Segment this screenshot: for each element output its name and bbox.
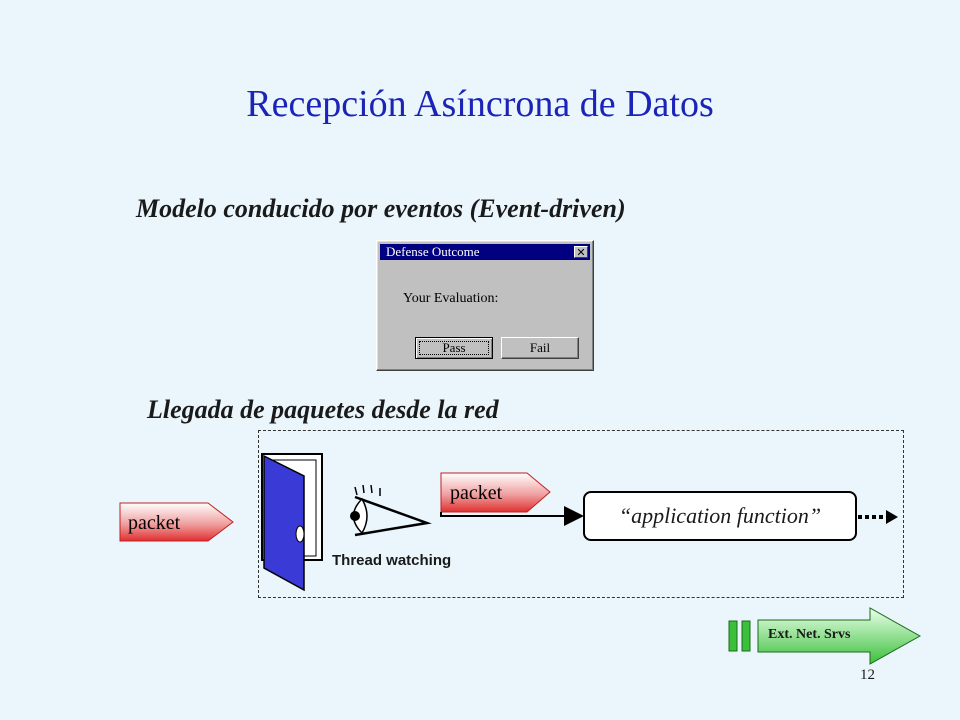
packet-arrival-subtitle: Llegada de paquetes desde la red [147,395,499,424]
incoming-packet-label: packet [128,512,181,534]
slide-title: Recepción Asíncrona de Datos [246,83,714,125]
incoming-packet: packet [119,502,234,542]
forwarded-packet: packet [440,472,551,513]
pass-button-label: Pass [442,340,466,355]
fail-button[interactable]: Fail [501,337,579,359]
forwarded-packet-label: packet [450,482,503,504]
application-function-box: “application function” [583,491,857,541]
outgoing-arrow-head [886,510,898,524]
dialog-titlebar[interactable]: Defense Outcome ✕ [380,244,590,260]
ext-net-srvs-label[interactable]: Ext. Net. Srvs [768,627,851,642]
pass-button[interactable]: Pass [415,337,493,359]
thread-watching-label: Thread watching [332,552,452,569]
packet-arrow [440,506,584,526]
event-driven-subtitle: Modelo conducido por eventos (Event-driv… [136,194,626,223]
process-boundary [258,430,904,598]
ext-net-srvs-button[interactable] [728,607,922,665]
dialog-title: Defense Outcome [386,244,480,259]
focus-ring [419,341,489,355]
evaluation-label: Your Evaluation: [403,291,499,306]
eye-icon [350,484,432,537]
close-icon[interactable]: ✕ [574,246,588,259]
page-number: 12 [860,667,875,683]
door-icon [261,453,323,592]
fail-button-label: Fail [529,340,551,355]
defense-outcome-dialog: Defense Outcome ✕ Your Evaluation: Pass … [376,240,594,371]
